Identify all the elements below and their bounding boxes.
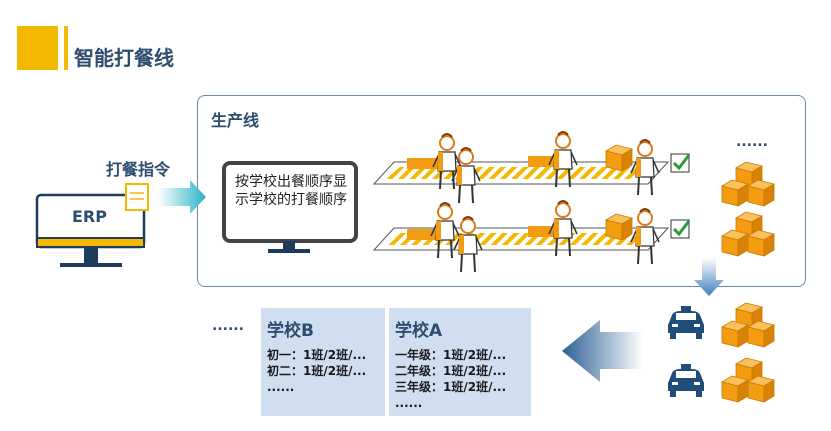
- erp-monitor-icon: [35, 193, 146, 267]
- school-b-card: 学校B 初一：1班/2班/... 初二：1班/2班/... ......: [261, 308, 385, 416]
- display-message: 按学校出餐顺序显示学校的打餐顺序: [235, 174, 347, 208]
- food-box-pile-icon: [722, 212, 774, 256]
- food-tray-icon: [407, 158, 445, 169]
- school-a-line: 一年级：1班/2班/...: [395, 348, 507, 362]
- food-tray-icon: [528, 226, 566, 237]
- check-icon: [669, 152, 691, 174]
- food-box-pile-icon: [722, 162, 774, 206]
- page-title: 智能打餐线: [74, 46, 174, 70]
- delivery-flow-arrow: [562, 320, 643, 382]
- school-a-line: 二年级：1班/2班/...: [395, 364, 507, 378]
- school-b-line: ......: [267, 380, 295, 394]
- more-lines-ellipsis: ......: [736, 134, 768, 150]
- check-icon: [669, 218, 691, 240]
- production-line-label: 生产线: [211, 111, 260, 130]
- school-a-card: 学校A 一年级：1班/2班/... 二年级：1班/2班/... 三年级：1班/2…: [389, 308, 531, 416]
- display-monitor-icon: [222, 161, 358, 253]
- delivery-car-icon: [668, 364, 704, 397]
- order-command-label: 打餐指令: [106, 160, 171, 179]
- more-schools-ellipsis: ......: [212, 318, 244, 334]
- school-b-title: 学校B: [267, 321, 314, 341]
- school-a-line: ......: [395, 396, 423, 410]
- school-a-title: 学校A: [395, 321, 443, 341]
- school-b-line: 初二：1班/2班/...: [267, 364, 367, 378]
- food-box-icon: [605, 213, 633, 241]
- school-a-line: 三年级：1班/2班/...: [395, 380, 507, 394]
- food-box-pile-icon: [722, 303, 774, 347]
- erp-label: ERP: [72, 207, 107, 226]
- order-document-icon: [125, 183, 149, 211]
- food-box-pile-icon: [722, 358, 774, 402]
- school-b-line: 初一：1班/2班/...: [267, 348, 367, 362]
- title-accent-block: [17, 26, 58, 70]
- food-tray-icon: [528, 156, 566, 167]
- delivery-car-icon: [668, 306, 704, 339]
- food-tray-icon: [407, 229, 445, 240]
- title-accent-bar: [64, 26, 68, 70]
- order-flow-arrow: [158, 180, 206, 214]
- down-arrow: [694, 258, 724, 296]
- food-box-icon: [605, 144, 633, 172]
